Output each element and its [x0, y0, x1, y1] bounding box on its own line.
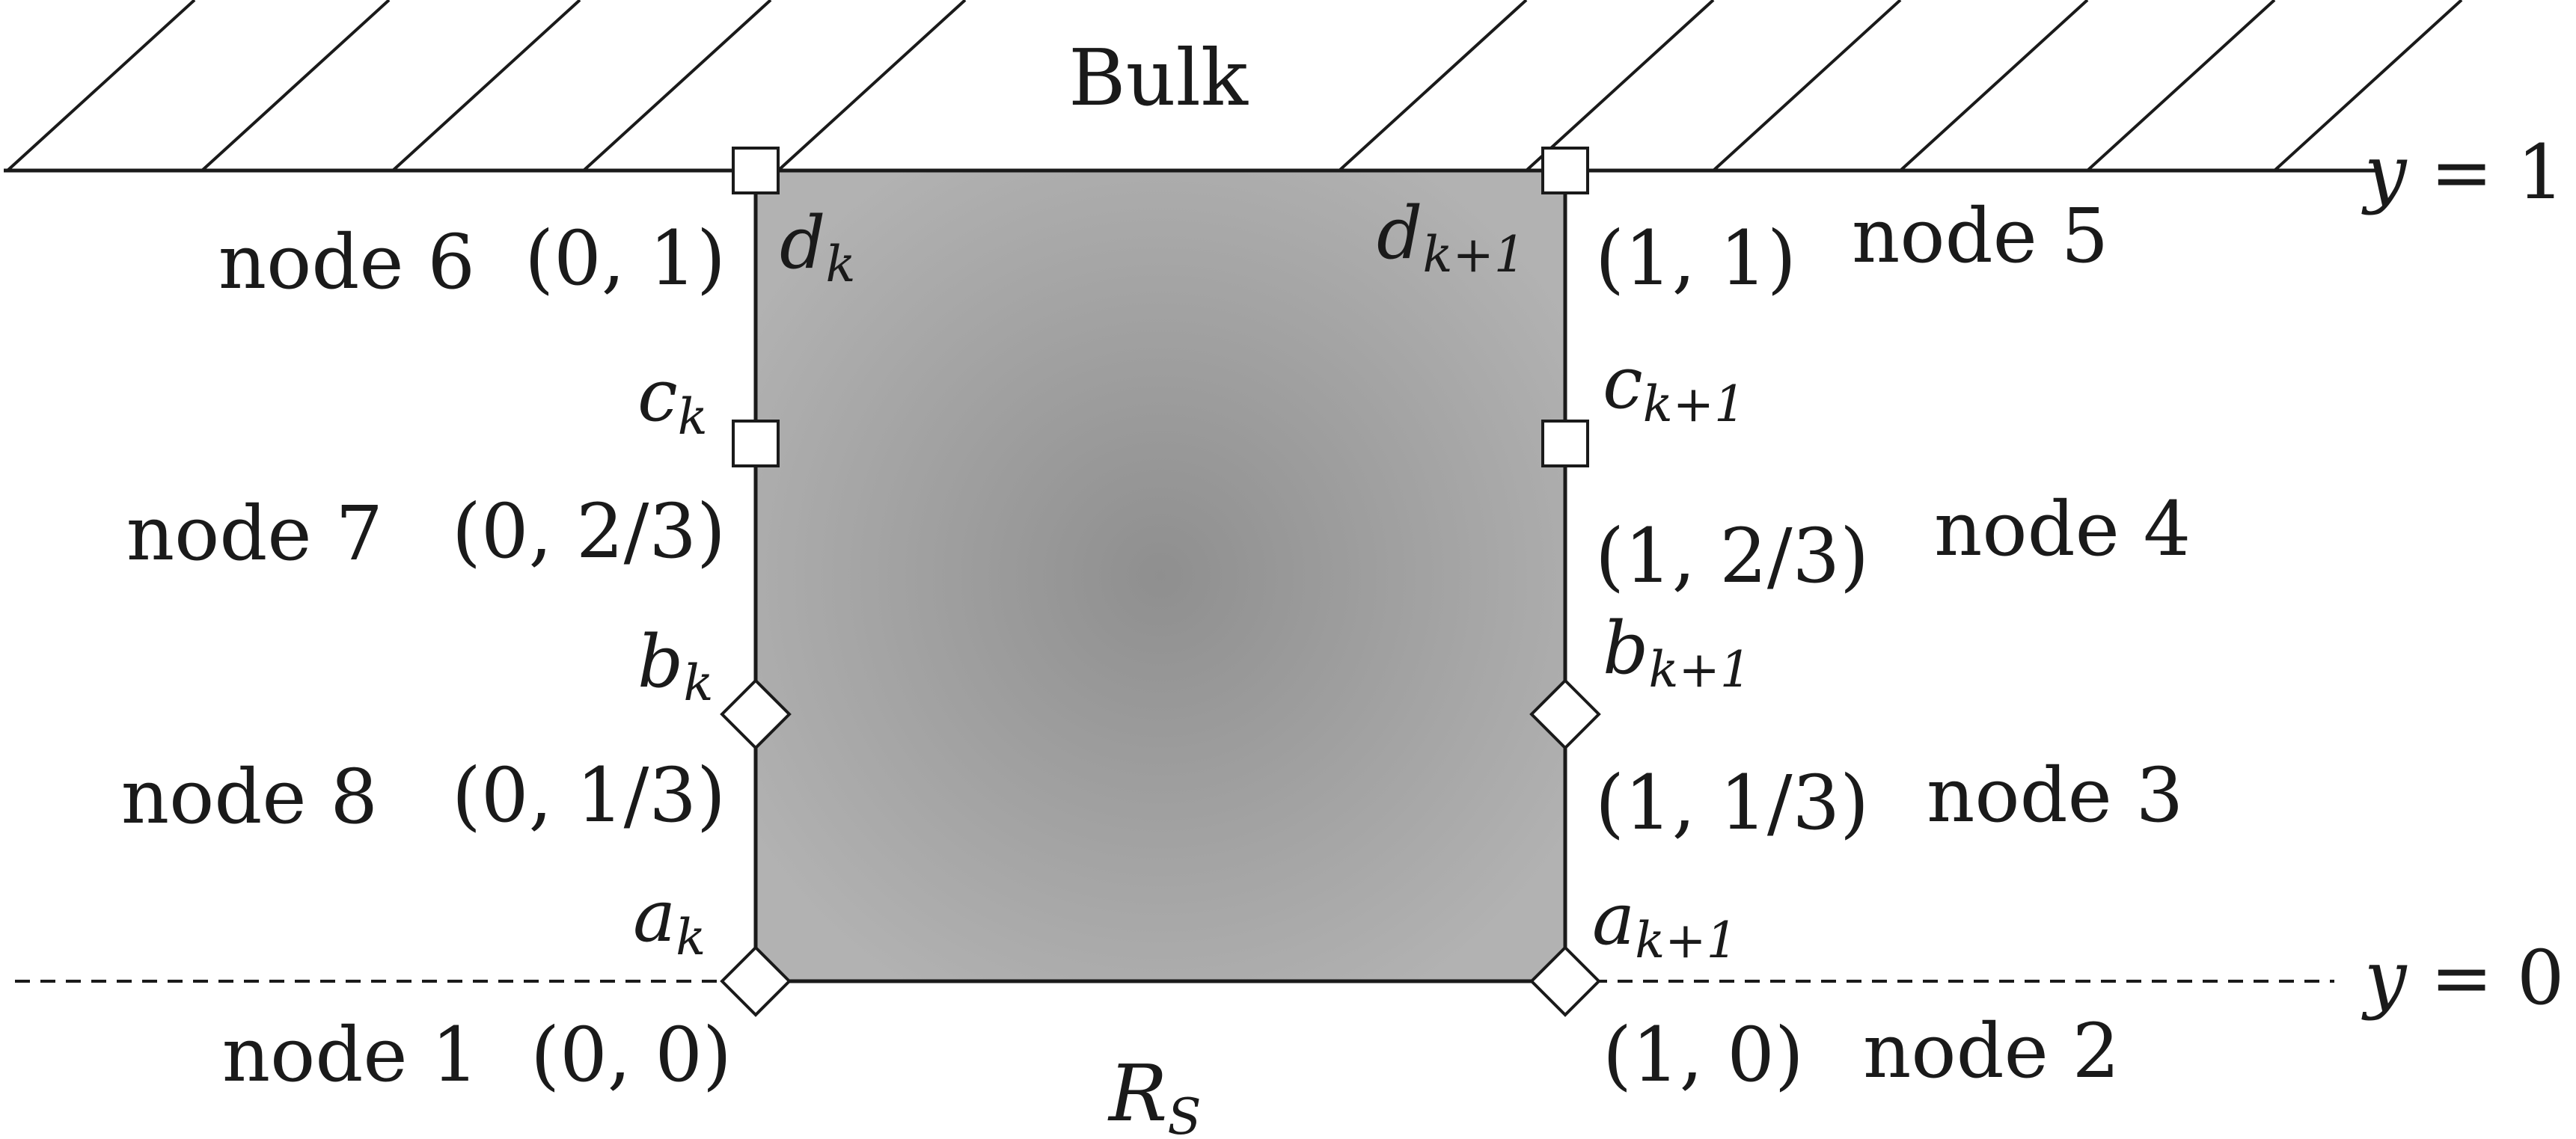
element-region [753, 168, 1567, 983]
node-5-variable: dk+1 [1377, 191, 1526, 283]
node-6-name: node 6 [218, 218, 475, 306]
top-line-label: y = 1 [2361, 129, 2565, 216]
region-label: RS [1107, 1048, 1202, 1139]
node-8-name: node 8 [121, 753, 378, 841]
node-5-square-marker [1541, 147, 1589, 194]
bulk-hatching [6, 0, 2463, 172]
bottom-line-label: y = 0 [2361, 934, 2565, 1022]
node-1-name: node 1 [222, 1011, 479, 1099]
node-4-variable: ck+1 [1603, 341, 1746, 433]
node-markers [720, 147, 1601, 1017]
node-2-variable: ak+1 [1592, 877, 1738, 969]
node-1-coord: (0, 0) [530, 1011, 732, 1099]
node-4-square-marker [1541, 420, 1589, 467]
node-8-variable: bk [637, 620, 713, 712]
node-7-square-marker [732, 420, 780, 467]
node-4-name: node 4 [1934, 485, 2191, 573]
node-1-variable: ak [633, 874, 706, 966]
node-7-name: node 7 [126, 490, 383, 577]
node-8-coord: (0, 1/3) [452, 752, 726, 839]
node-4-coord: (1, 2/3) [1595, 512, 1869, 600]
node-5-coord: (1, 1) [1595, 215, 1796, 302]
node-2-diamond-marker [1529, 945, 1601, 1017]
node-5-name: node 5 [1852, 192, 2108, 280]
bulk-label: Bulk [1068, 32, 1249, 123]
node-2-name: node 2 [1863, 1007, 2120, 1095]
node-3-name: node 3 [1927, 752, 2183, 839]
node-3-variable: bk+1 [1603, 607, 1752, 699]
node-7-coord: (0, 2/3) [452, 488, 726, 575]
node-6-variable: dk [780, 201, 855, 293]
node-6-coord: (0, 1) [524, 215, 726, 302]
node-7-variable: ck [637, 354, 708, 446]
node-3-diamond-marker [1529, 678, 1601, 750]
node-8-diamond-marker [720, 678, 792, 750]
node-2-coord: (1, 0) [1603, 1011, 1804, 1099]
node-6-square-marker [732, 147, 780, 194]
node-3-coord: (1, 1/3) [1595, 759, 1869, 847]
node-1-diamond-marker [720, 945, 792, 1017]
